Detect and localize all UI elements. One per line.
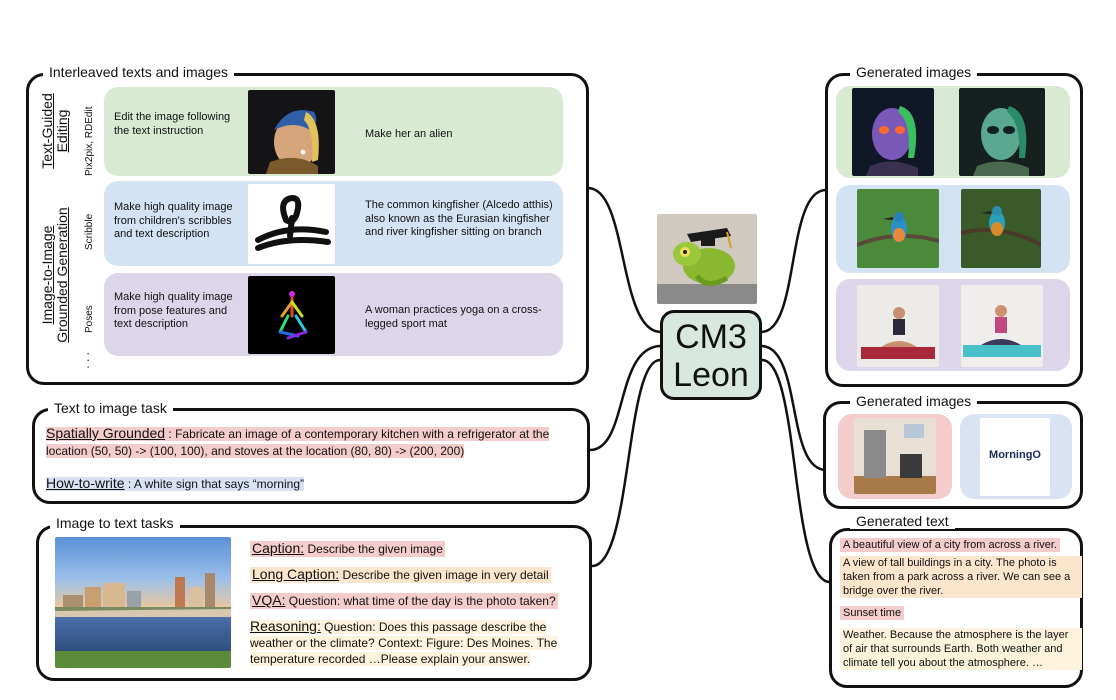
vqa-text: Question: what time of the day is the ph…	[285, 594, 556, 608]
cm3-leon-node: CM3 Leon	[660, 310, 762, 400]
spatially-grounded-prompt: Spatially Grounded : Fabricate an image …	[46, 425, 576, 460]
alien-image-1	[852, 88, 934, 176]
row3-prompt: A woman practices yoga on a cross-legged…	[365, 304, 542, 330]
row2-instruction: Make high quality image from children's …	[114, 201, 233, 240]
row1-prompt: Make her an alien	[365, 128, 453, 140]
generated-text-title: Generated text	[850, 513, 955, 529]
morning-sign-text: MorninɡO	[989, 449, 1041, 461]
vqa-label: VQA:	[252, 592, 286, 608]
caption-task: Caption: Describe the given image	[250, 540, 445, 558]
row-tag-poses: Poses	[84, 305, 95, 333]
reasoning-label: Reasoning:	[250, 618, 321, 634]
long-caption-label: Long Caption:	[252, 566, 340, 582]
spatially-grounded-label: Spatially Grounded	[46, 425, 166, 441]
section-label-text-guided: Text-Guided Editing	[39, 93, 70, 169]
caption-label: Caption:	[252, 540, 305, 556]
row2-prompt: The common kingfisher (Alcedo atthis) al…	[365, 199, 553, 238]
connector-gen-images-mid	[761, 344, 827, 472]
caption-text: Describe the given image	[304, 542, 443, 556]
scribble-image	[248, 184, 335, 264]
section-label-image-to-image: Image-to-Image Grounded Generation	[39, 207, 70, 343]
spatially-grounded-text: : Fabricate an image of a contemporary k…	[46, 427, 550, 458]
how-to-write-label: How-to-write	[46, 475, 125, 491]
kingfisher-image-1	[857, 189, 939, 268]
generated-vqa-answer: Sunset time	[840, 606, 905, 620]
chameleon-logo	[657, 214, 757, 304]
yoga-image-1	[857, 285, 939, 367]
long-caption-task: Long Caption: Describe the given image i…	[250, 566, 551, 584]
yoga-image-2	[961, 285, 1043, 367]
generated-long-caption: A view of tall buildings in a city. The …	[840, 556, 1082, 598]
how-to-write-prompt: How-to-write : A white sign that says “m…	[46, 475, 304, 493]
how-to-write-text: : A white sign that says “morning”	[124, 477, 304, 491]
more-ellipsis: . . .	[84, 352, 99, 369]
row1-instruction: Edit the image following the text instru…	[114, 111, 231, 137]
cm3-label: CM3	[675, 318, 747, 356]
kingfisher-image-2	[961, 189, 1041, 268]
text-to-image-title: Text to image task	[48, 400, 173, 416]
connector-interleaved	[587, 186, 661, 334]
reasoning-text: Question: Does this passage describe the…	[250, 620, 558, 666]
pearl-earring-image	[248, 90, 335, 174]
reasoning-task: Reasoning: Question: Does this passage d…	[250, 618, 578, 667]
connector-text-to-image	[589, 344, 661, 452]
pose-image	[248, 276, 335, 354]
generated-images-title-mid: Generated images	[850, 393, 978, 409]
generated-reasoning-answer: Weather. Because the atmosphere is the l…	[840, 628, 1082, 670]
leon-label: Leon	[673, 356, 749, 394]
connector-image-to-text	[591, 358, 661, 568]
row-tag-pix2pix: Pix2pix, RDEdit	[84, 106, 95, 176]
alien-image-2	[959, 88, 1045, 176]
row3-instruction: Make high quality image from pose featur…	[114, 291, 233, 330]
connector-gen-images-top	[761, 188, 827, 334]
vqa-task: VQA: Question: what time of the day is t…	[250, 592, 558, 610]
city-river-image	[55, 537, 231, 668]
interleaved-title: Interleaved texts and images	[43, 64, 234, 80]
generated-images-title-top: Generated images	[850, 64, 978, 80]
kitchen-image	[854, 418, 936, 494]
generated-caption: A beautiful view of a city from across a…	[840, 538, 1060, 552]
image-to-text-title: Image to text tasks	[50, 515, 180, 531]
row-tag-scribble: Scribble	[84, 213, 95, 250]
morning-sign-image: MorninɡO	[980, 418, 1050, 496]
long-caption-text: Describe the given image in very detail	[339, 568, 549, 582]
connector-gen-text	[761, 358, 831, 584]
